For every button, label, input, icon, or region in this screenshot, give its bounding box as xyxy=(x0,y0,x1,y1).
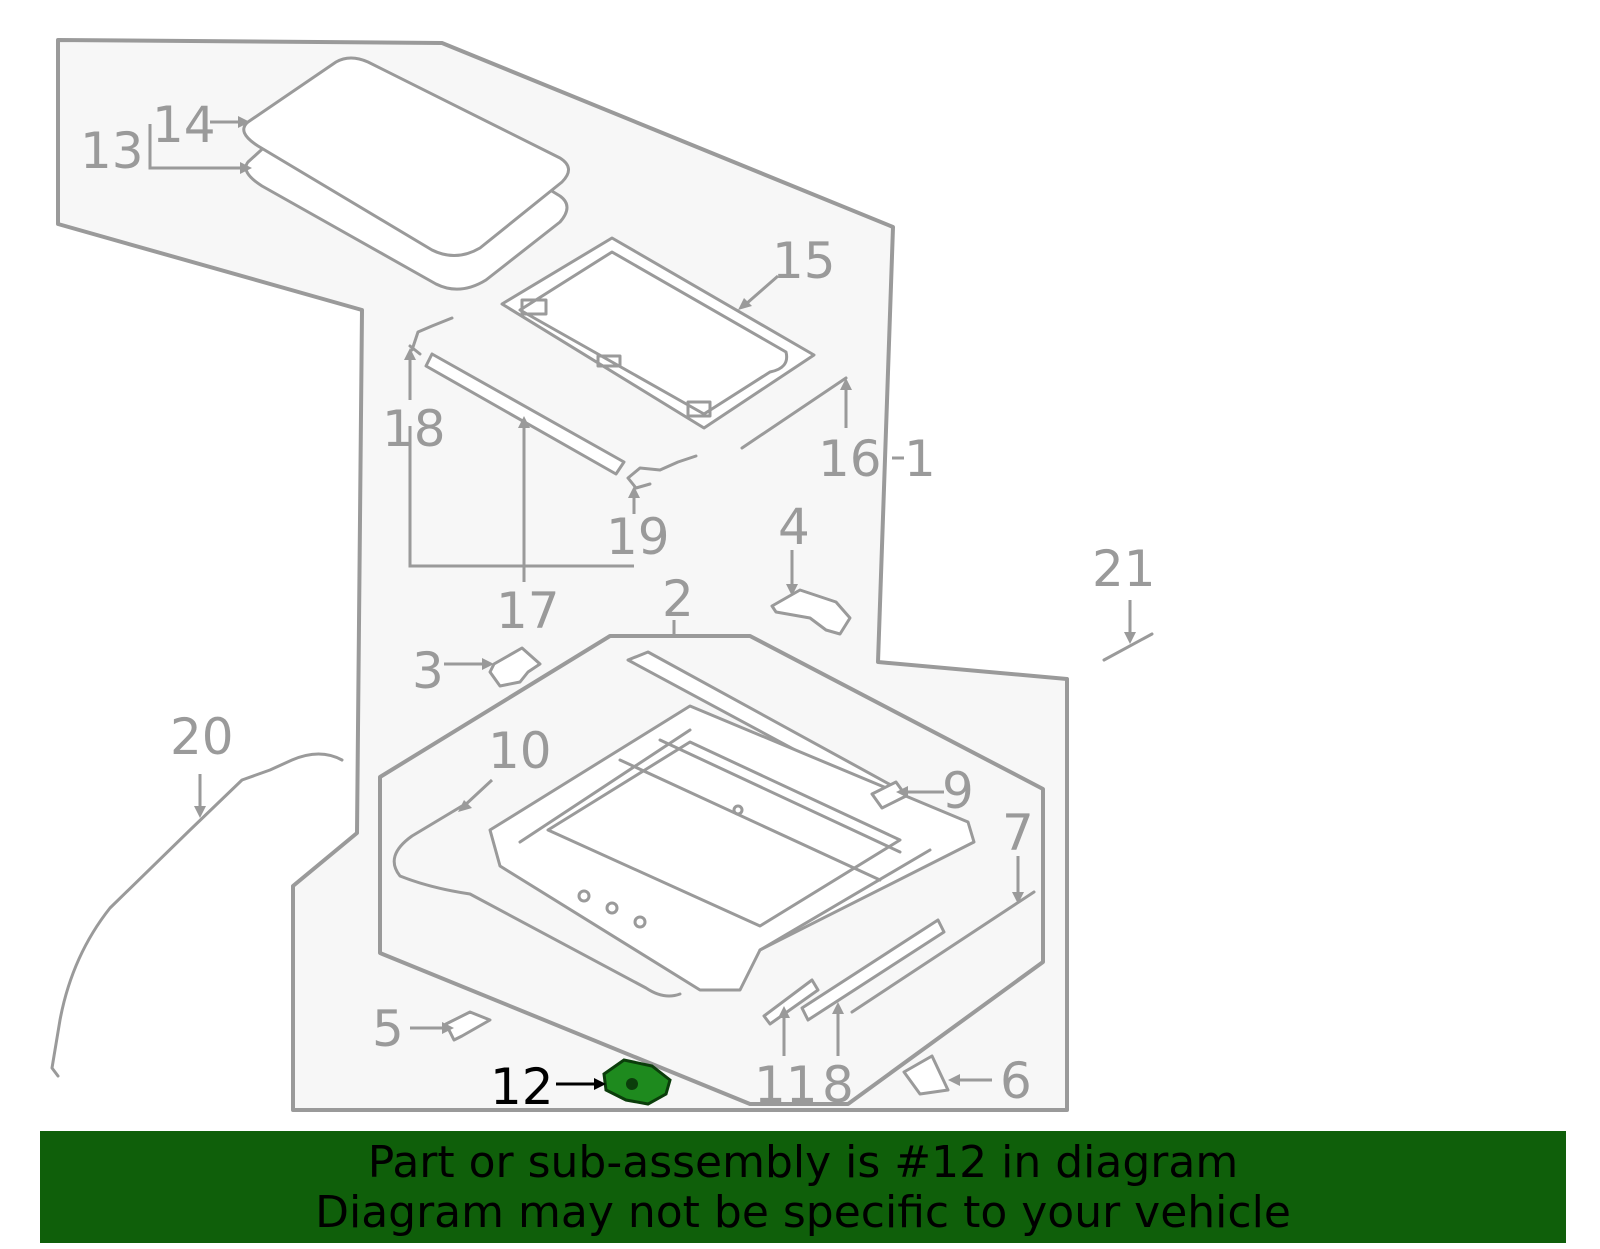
hinge-left-part xyxy=(408,316,454,356)
callout-17: 17 xyxy=(496,582,560,640)
deflector-bar-part xyxy=(424,352,626,476)
clip-part-21 xyxy=(1102,632,1154,662)
banner-line-part-number: Part or sub-assembly is #12 in diagram xyxy=(367,1137,1239,1188)
callout-6: 6 xyxy=(1000,1052,1032,1110)
leader-lines xyxy=(148,116,1136,1090)
callout-4: 4 xyxy=(778,498,810,556)
sunroof-glass-part xyxy=(242,56,570,291)
callout-11: 11 xyxy=(754,1056,818,1114)
hinge-right-part xyxy=(626,454,698,490)
callout-3: 3 xyxy=(412,642,444,700)
sunroof-frame-part xyxy=(488,650,976,992)
callout-10: 10 xyxy=(488,722,552,780)
callout-1: 1 xyxy=(904,430,936,488)
rail-part-11 xyxy=(762,978,820,1026)
seal-strip-part-7 xyxy=(850,890,1036,1014)
drain-hose-part-20 xyxy=(50,752,344,1078)
sunroof-motor-part-12 xyxy=(602,1058,672,1106)
callout-20: 20 xyxy=(170,708,234,766)
bracket-part-4 xyxy=(770,588,852,636)
callout-12: 12 xyxy=(490,1058,554,1116)
callout-5: 5 xyxy=(372,1000,404,1058)
callout-21: 21 xyxy=(1092,540,1156,598)
callout-18: 18 xyxy=(382,400,446,458)
rail-part-8 xyxy=(800,918,946,1022)
callout-15: 15 xyxy=(772,232,836,290)
callout-7: 7 xyxy=(1002,804,1034,862)
callout-8: 8 xyxy=(822,1056,854,1114)
strip-part-16 xyxy=(740,376,848,450)
callout-19: 19 xyxy=(606,508,670,566)
callout-16: 16 xyxy=(818,430,882,488)
bracket-part-3 xyxy=(488,646,542,688)
sunshade-part xyxy=(500,236,816,430)
callout-13: 13 xyxy=(80,122,144,180)
banner-line-disclaimer: Diagram may not be specific to your vehi… xyxy=(315,1187,1291,1238)
bracket-part-6 xyxy=(902,1054,950,1096)
drain-hose-part-10 xyxy=(392,804,682,998)
callout-9: 9 xyxy=(942,762,974,820)
info-banner: Part or sub-assembly is #12 in diagram D… xyxy=(40,1131,1566,1243)
callout-2: 2 xyxy=(662,570,694,628)
clip-part-5 xyxy=(444,1010,492,1042)
callout-14: 14 xyxy=(152,96,216,154)
